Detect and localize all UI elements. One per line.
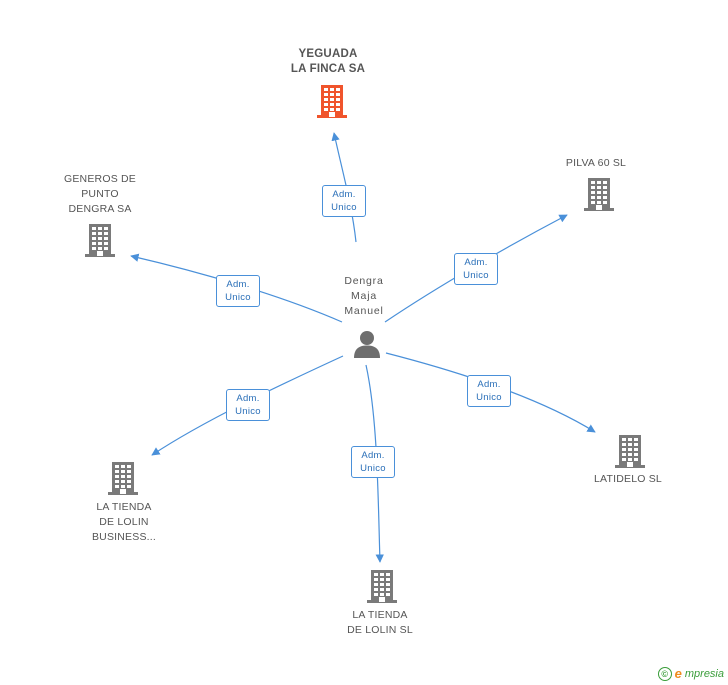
relation-type: Unico <box>463 270 489 281</box>
building-icon[interactable] <box>366 569 398 603</box>
relation-type: Unico <box>225 292 251 303</box>
relation-type: Unico <box>235 406 261 417</box>
company-label-generos[interactable]: GENEROS DE PUNTO DENGRA SA <box>63 173 136 215</box>
relation-type: Unico <box>476 392 502 403</box>
building-icon[interactable] <box>614 434 646 468</box>
building-icon[interactable] <box>107 461 139 495</box>
company-label-tienda-business[interactable]: LA TIENDA DE LOLIN BUSINESS... <box>91 501 157 543</box>
building-icon[interactable] <box>84 223 116 257</box>
relation-badge-yeguada[interactable]: Adm. Unico <box>322 185 366 217</box>
relation-role: Adm. <box>226 279 250 290</box>
relation-type: Unico <box>360 463 386 474</box>
building-icon[interactable] <box>316 84 348 118</box>
brand-logo-initial: e <box>674 666 682 681</box>
relation-badge-tienda-sl[interactable]: Adm. Unico <box>351 446 395 478</box>
relation-badge-latidelo[interactable]: Adm. Unico <box>467 375 511 407</box>
relation-role: Adm. <box>361 450 385 461</box>
relation-role: Adm. <box>464 257 488 268</box>
relation-badge-pilva[interactable]: Adm. Unico <box>454 253 498 285</box>
company-label-latidelo[interactable]: LATIDELO SL <box>594 473 662 485</box>
company-label-tienda-sl[interactable]: LA TIENDA DE LOLIN SL <box>347 609 413 636</box>
relation-type: Unico <box>331 202 357 213</box>
brand-name: mpresia <box>684 667 724 680</box>
relation-role: Adm. <box>236 393 260 404</box>
person-icon[interactable] <box>352 330 382 358</box>
company-label-pilva[interactable]: PILVA 60 SL <box>565 157 627 169</box>
building-icon[interactable] <box>583 177 615 211</box>
company-label-yeguada[interactable]: YEGUADA LA FINCA SA <box>290 48 366 75</box>
relation-badge-generos[interactable]: Adm. Unico <box>216 275 260 307</box>
relation-role: Adm. <box>477 379 501 390</box>
person-name[interactable]: Dengra Maja Manuel <box>344 275 384 317</box>
copyright-icon: © <box>657 666 672 681</box>
relation-role: Adm. <box>332 189 356 200</box>
relation-badge-tienda-business[interactable]: Adm. Unico <box>226 389 270 421</box>
